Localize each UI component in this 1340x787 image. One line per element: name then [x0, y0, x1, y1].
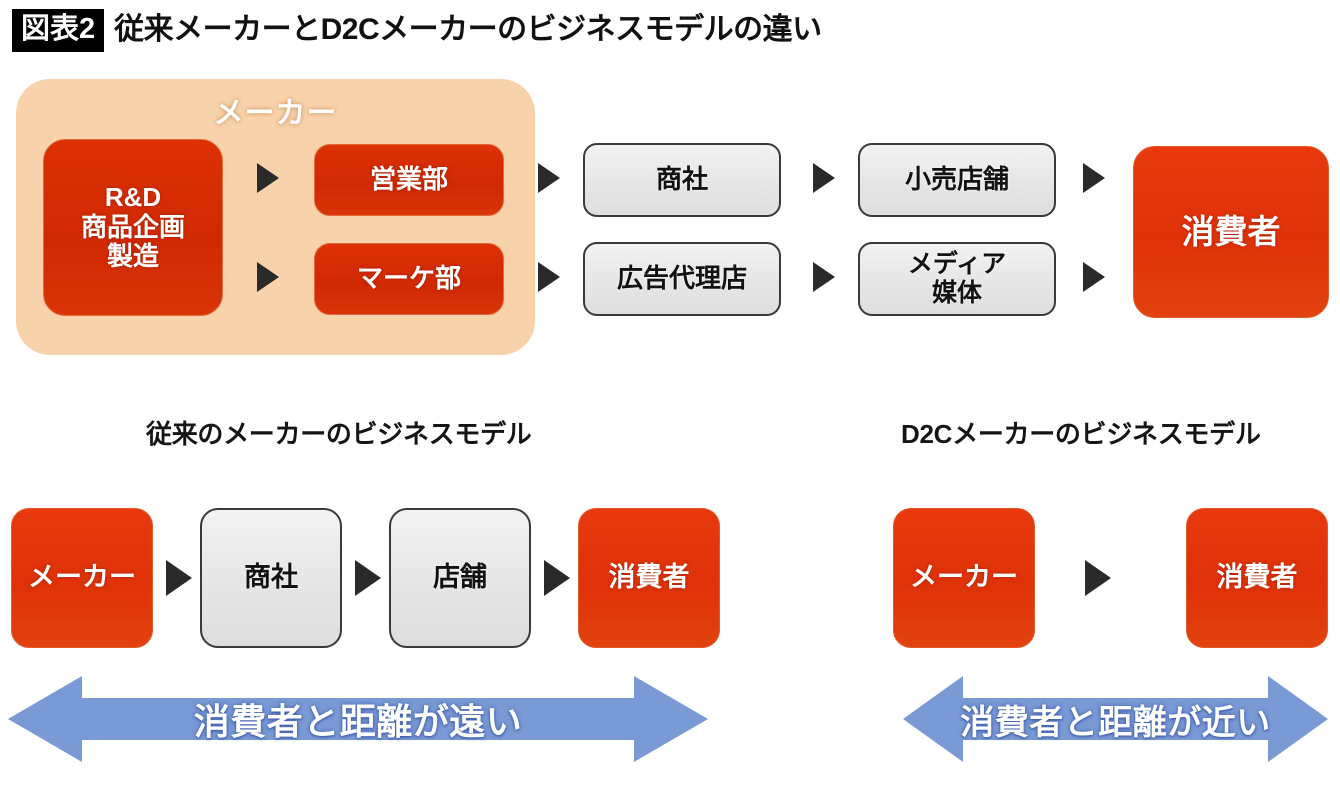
arrow-right-icon-store-to-consumer	[544, 560, 570, 596]
figure-number-badge: 図表2	[12, 8, 105, 52]
node-marketing-department[interactable]: マーケ部	[314, 243, 504, 315]
arrow-right-icon-maker-to-trading	[166, 560, 192, 596]
conventional-model-heading: 従来のメーカーのビジネスモデル	[146, 419, 532, 449]
d2c-model-heading: D2Cメーカーのビジネスモデル	[901, 419, 1261, 449]
node-maker-d2c[interactable]: メーカー	[893, 508, 1035, 648]
arrow-right-icon-maker-to-consumer-d2c	[1085, 560, 1111, 596]
distance-arrow-far: 消費者と距離が遠い	[8, 672, 708, 766]
distance-arrow-near: 消費者と距離が近い	[903, 672, 1328, 766]
arrow-right-icon-media-to-consumer	[1083, 262, 1105, 292]
node-media-outlet[interactable]: メディア 媒体	[858, 242, 1056, 316]
node-retail-store[interactable]: 小売店舗	[858, 143, 1056, 217]
node-rnd[interactable]: R&D 商品企画 製造	[43, 139, 223, 316]
arrow-right-icon-sales-to-trading	[538, 163, 560, 193]
node-consumer-top[interactable]: 消費者	[1133, 146, 1329, 318]
node-consumer-conventional[interactable]: 消費者	[578, 508, 720, 648]
node-trading-conventional[interactable]: 商社	[200, 508, 342, 648]
arrow-right-icon-marketing-to-agency	[538, 262, 560, 292]
page-title: 図表2 従来メーカーとD2Cメーカーのビジネスモデルの違い	[12, 8, 822, 52]
node-maker-conventional[interactable]: メーカー	[11, 508, 153, 648]
node-sales-department[interactable]: 営業部	[314, 144, 504, 216]
arrow-right-icon-trading-to-store	[355, 560, 381, 596]
arrow-right-icon-rnd-to-marketing	[257, 262, 279, 292]
figure-title-text: 従来メーカーとD2Cメーカーのビジネスモデルの違い	[114, 13, 822, 46]
node-trading-company[interactable]: 商社	[583, 143, 781, 217]
maker-container-label: メーカー	[213, 97, 338, 130]
arrow-right-icon-trading-to-retail	[813, 163, 835, 193]
node-store-conventional[interactable]: 店舗	[389, 508, 531, 648]
node-ad-agency[interactable]: 広告代理店	[583, 242, 781, 316]
arrow-right-icon-agency-to-media	[813, 262, 835, 292]
arrow-right-icon-retail-to-consumer	[1083, 163, 1105, 193]
node-consumer-d2c[interactable]: 消費者	[1186, 508, 1328, 648]
arrow-right-icon-rnd-to-sales	[257, 163, 279, 193]
